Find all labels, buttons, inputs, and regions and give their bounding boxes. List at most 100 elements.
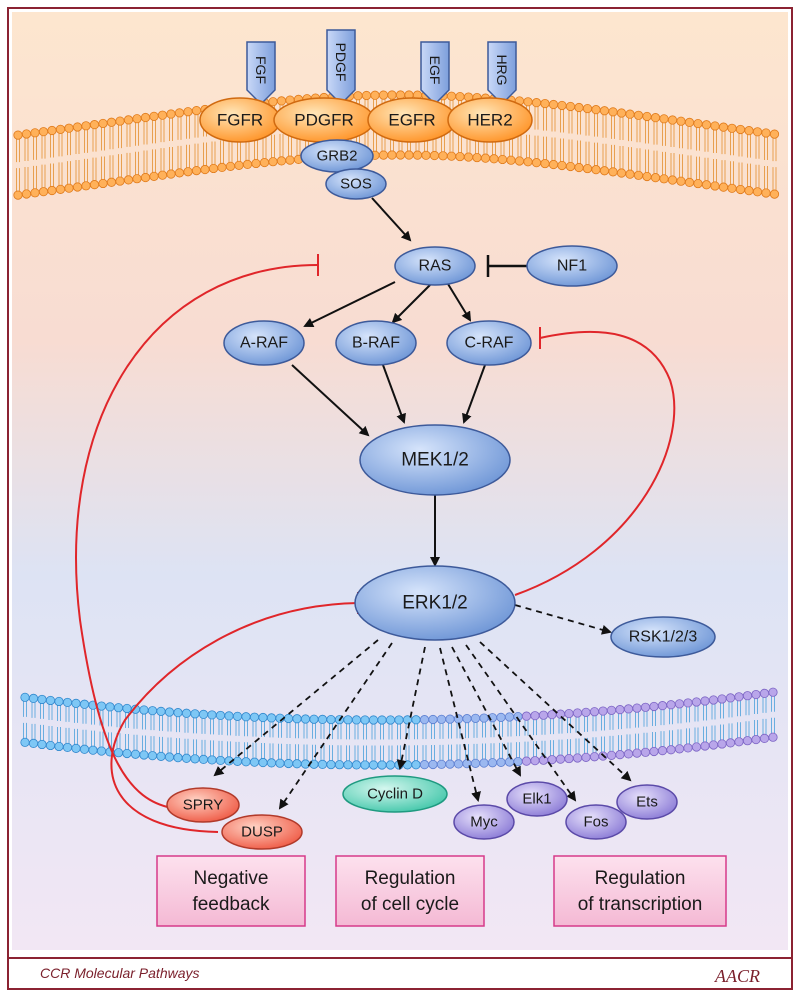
nuclear-membrane-lipid-head [156,706,166,716]
plasma-membrane-lipid-head [540,158,550,169]
plasma-membrane-lipid-head [557,160,567,171]
plasma-membrane-lipid-head [234,160,244,170]
nuclear-membrane-lipid-tail [133,712,138,752]
nuclear-membrane-lipid-head [436,759,447,769]
plasma-membrane-lipid-head [387,90,397,100]
plasma-membrane-lipid-head [676,176,686,186]
nuclear-membrane-lipid-head [45,740,56,751]
plasma-membrane-lipid-head [548,99,559,110]
node-craf-label: C-RAF [465,335,514,352]
nuclear-membrane-lipid-head [300,759,311,769]
nuclear-membrane-lipid-tail [320,722,325,762]
plasma-membrane-lipid-head [30,188,40,198]
nuclear-membrane-lipid-head [768,687,778,697]
ligand-hrg-label: HRG [494,54,510,85]
nuclear-membrane-lipid-head [249,757,260,767]
nuclear-membrane-lipid-head [479,713,489,723]
plasma-membrane-lipid-head [625,109,635,119]
nuclear-membrane-lipid-head [606,705,617,715]
nuclear-membrane-lipid-tail [218,718,223,758]
plasma-membrane-lipid-head [183,167,193,177]
plasma-membrane-lipid-tail [84,128,88,183]
plasma-membrane-lipid-head [506,155,516,165]
nuclear-membrane-lipid-head [564,708,574,719]
plasma-membrane-lipid-head [582,163,593,174]
node-fos: Fos [565,804,627,840]
nuclear-membrane-lipid-tail [31,701,36,741]
plasma-membrane-lipid-tail [58,132,63,187]
nuclear-membrane-lipid-tail [337,722,342,762]
nuclear-membrane-lipid-tail [694,704,699,744]
plasma-membrane-lipid-head [166,169,176,179]
nuclear-membrane-lipid-head [521,711,532,721]
node-ras: RAS [394,246,476,286]
node-mek-label: MEK1/2 [401,450,469,471]
nuclear-membrane-lipid-head [360,715,370,725]
nuclear-membrane-lipid-head [496,712,506,722]
nuclear-membrane-lipid-tail [762,696,767,736]
node-spry-label: SPRY [183,797,224,814]
erk-to-elk1-arrow [451,646,521,777]
plasma-membrane-lipid-head [480,153,491,163]
plasma-membrane-lipid-head [752,127,763,137]
node-elk1-label: Elk1 [522,791,551,808]
node-grb2-label: GRB2 [317,148,358,165]
plasma-membrane-lipid-tail [109,125,114,180]
plasma-membrane-lipid-head [242,159,253,169]
nuclear-membrane-lipid-head [343,760,353,770]
plasma-membrane-lipid-head [676,116,686,126]
node-ets-label: Ets [636,794,658,811]
nuclear-membrane-lipid-head [88,745,98,755]
plasma-membrane-lipid-head [157,110,168,120]
nuclear-membrane-lipid-tail [176,715,180,755]
nuclear-membrane-lipid-head [411,715,421,725]
nuclear-membrane-lipid-tail [482,721,486,761]
nuclear-membrane-lipid-head [734,692,744,702]
nuclear-membrane-lipid-head [751,689,761,700]
nuclear-membrane-lipid-head [292,759,302,769]
plasma-membrane-lipid-head [693,118,703,129]
plasma-membrane-lipid-tail [92,127,97,182]
nuclear-membrane-lipid-head [666,700,676,710]
nuclear-membrane-lipid-head [28,693,39,703]
plasma-membrane-lipid-tail [41,134,46,189]
plasma-membrane-lipid-head [599,106,610,116]
nuclear-membrane-lipid-tail [431,722,435,762]
nuclear-membrane-lipid-tail [720,701,724,741]
nuclear-membrane-lipid-head [130,749,141,759]
plasma-membrane-lipid-head [727,183,737,193]
plasma-membrane-lipid-head [21,129,32,139]
ligand-pdgf-label: PDGF [333,43,349,82]
nuclear-membrane-lipid-head [717,739,727,749]
nuclear-membrane-lipid-tail [261,720,265,760]
nuclear-membrane-lipid-tail [227,718,231,758]
nuclear-membrane-lipid-head [241,712,251,722]
nuclear-membrane-lipid-tail [575,715,580,755]
nuclear-membrane-lipid-tail [380,722,384,762]
nuclear-membrane-lipid-head [674,699,685,709]
nuclear-membrane-lipid-head [572,753,583,763]
nuclear-membrane-lipid-head [283,758,294,769]
nuclear-membrane-lipid-head [598,706,608,716]
nuclear-membrane-lipid-tail [57,704,61,744]
plasma-membrane-lipid-tail [755,134,760,189]
nuclear-membrane-lipid-head [241,757,251,767]
ras-to-braf-arrow [391,284,431,324]
nuclear-membrane-lipid-head [377,715,387,725]
plasma-membrane-lipid-tail [687,125,692,180]
nuclear-membrane-lipid-head [487,758,498,768]
plasma-membrane-lipid-head [659,114,669,124]
nuclear-membrane-lipid-head [708,695,719,705]
plasma-membrane-lipid-head [650,173,661,183]
plasma-membrane-lipid-tail [560,108,564,163]
nuclear-membrane-lipid-tail [473,721,478,761]
nuclear-membrane-lipid-head [640,702,651,712]
nuclear-membrane-lipid-head [572,708,583,718]
receptor-her2-label: HER2 [467,111,512,130]
node-rsk-label: RSK1/2/3 [629,629,698,646]
nuclear-membrane-lipid-head [181,753,192,763]
plasma-membrane-lipid-head [735,124,746,135]
nuclear-membrane-lipid-head [224,711,234,721]
nuclear-membrane-lipid-head [674,744,685,754]
